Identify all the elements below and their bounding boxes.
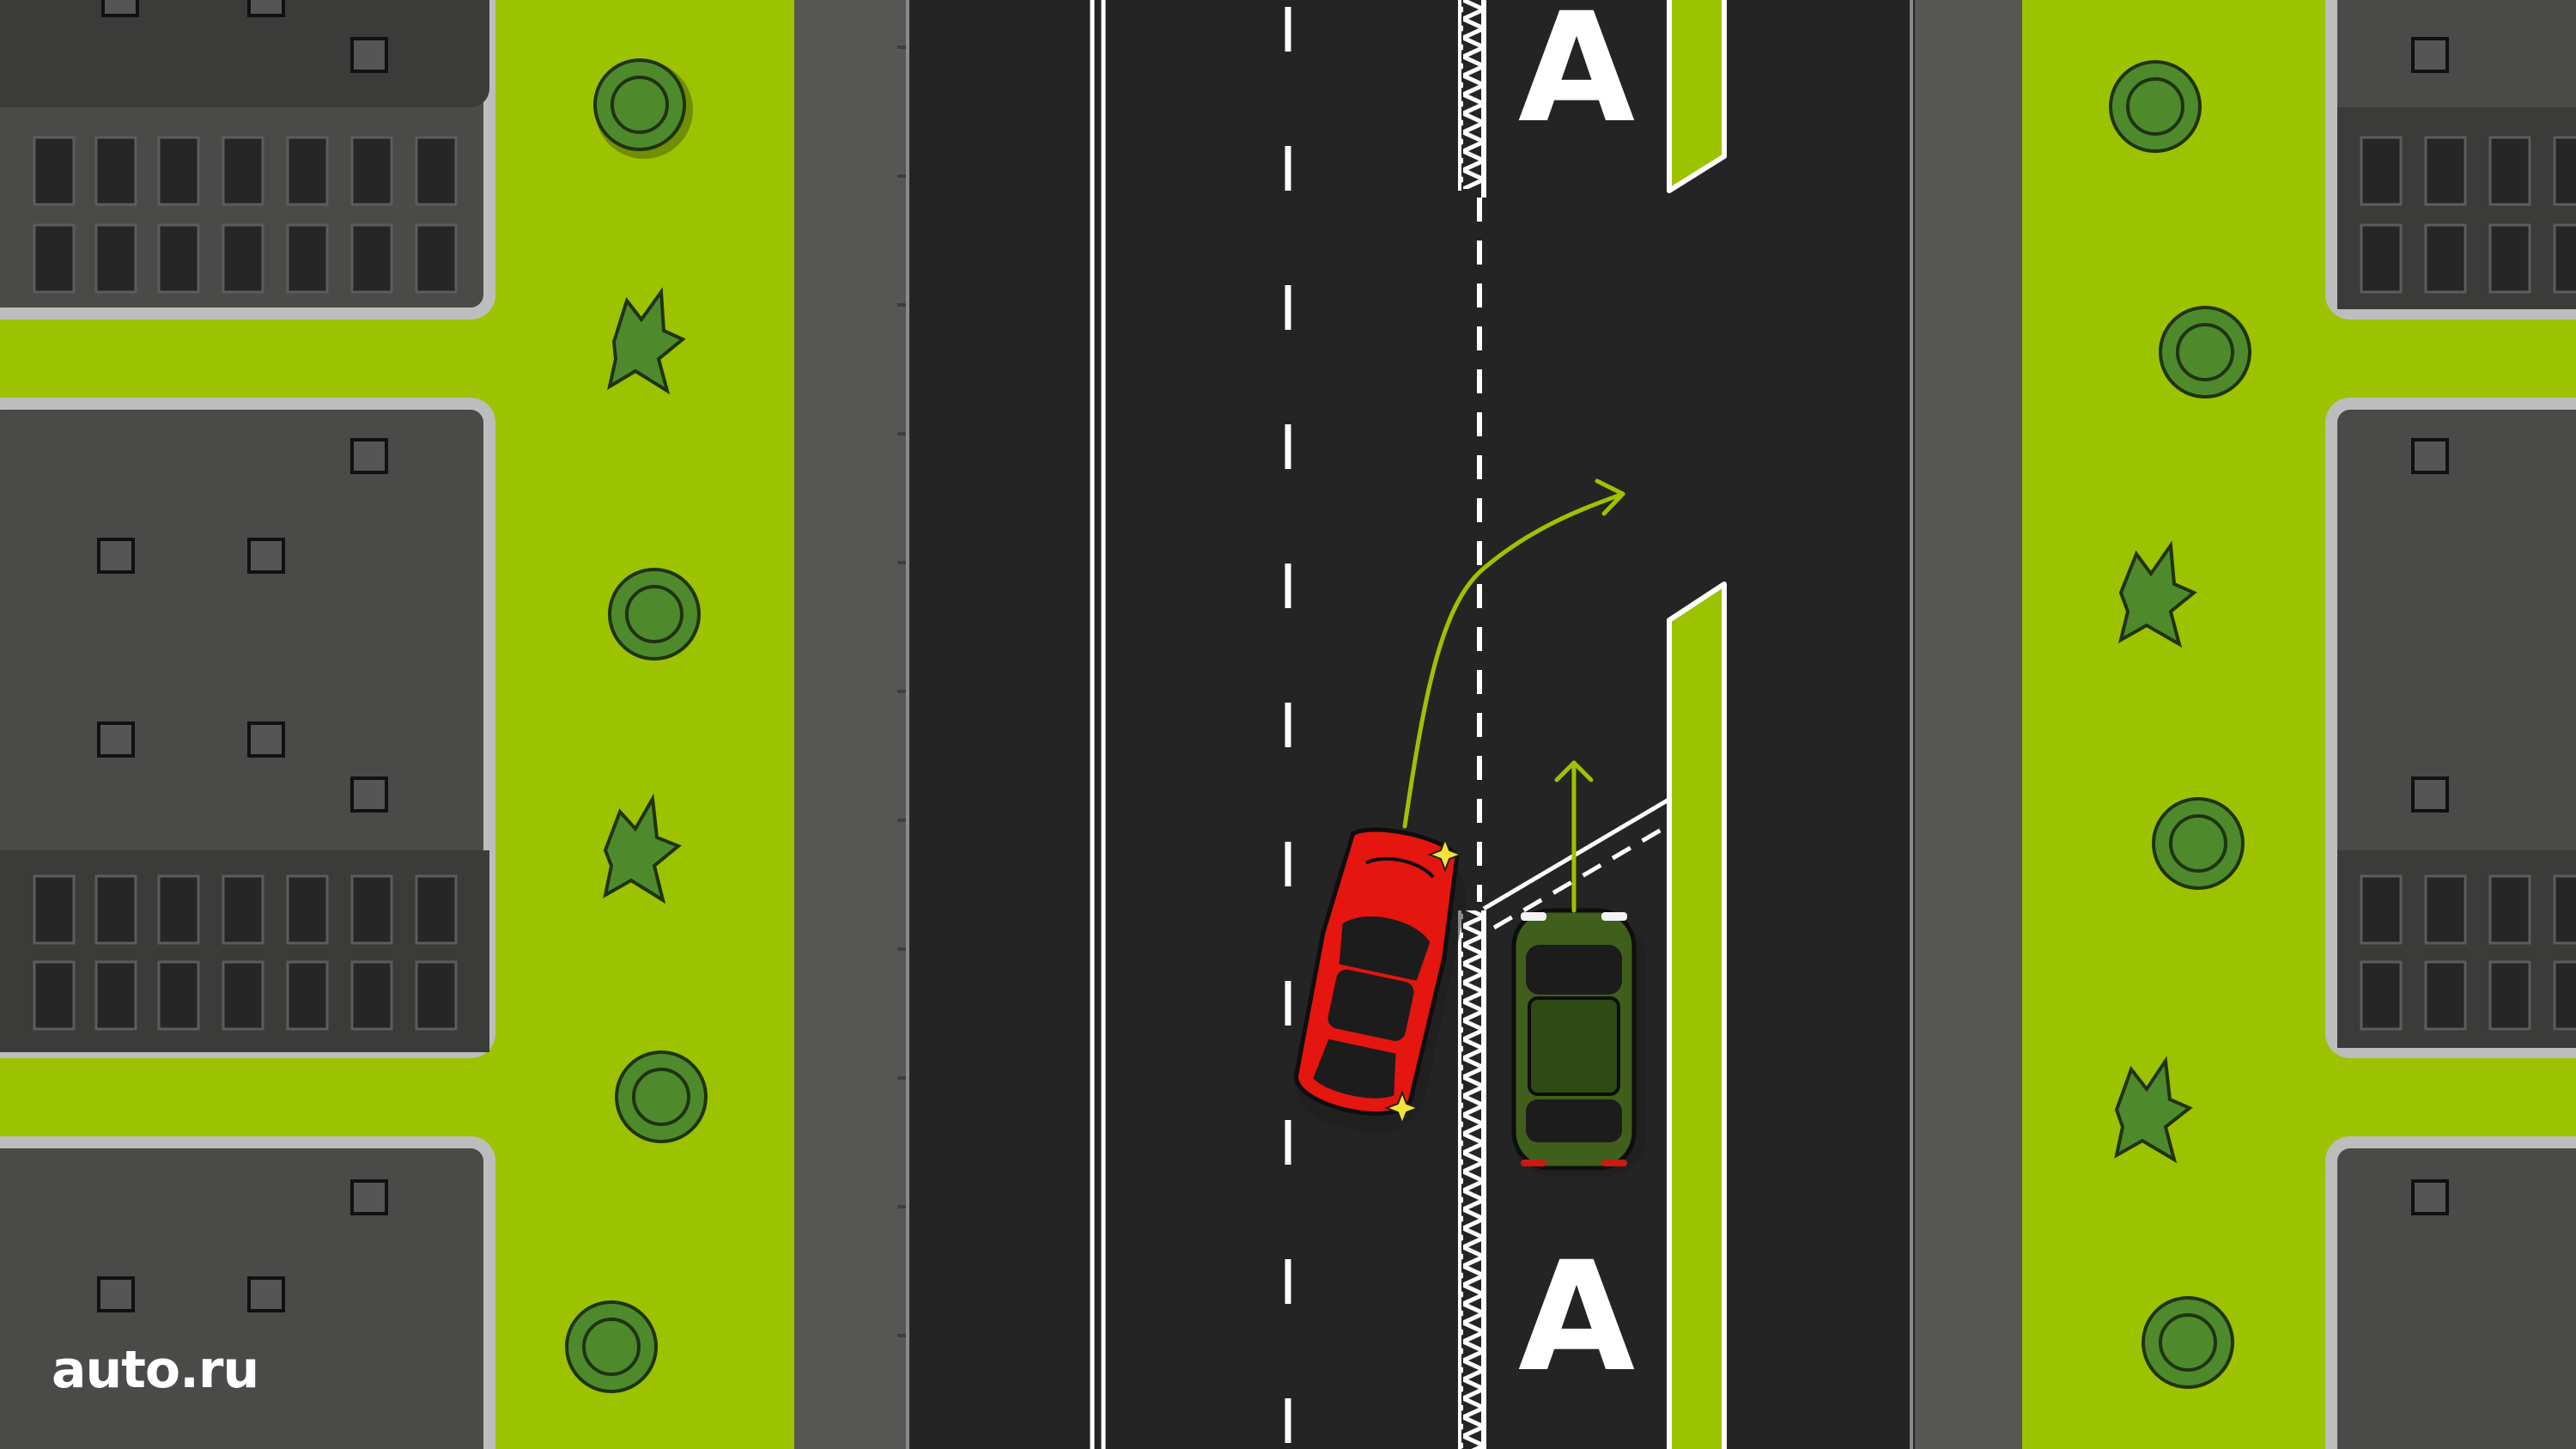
- lane-marking-a-top: A: [1517, 0, 1636, 156]
- sidewalk-right: [1915, 0, 2022, 1449]
- trees-right: [2109, 60, 2251, 1389]
- curved-arrow-icon: [1402, 478, 1625, 829]
- straight-arrow-icon: [1554, 760, 1594, 913]
- lane-marking-a-bottom: A: [1517, 1229, 1636, 1405]
- double-solid-line: [1090, 0, 1106, 1449]
- driveway-markings: [1482, 796, 1672, 930]
- buildings-right: [2325, 0, 2576, 1449]
- collision-spark-rear: [1384, 1090, 1420, 1126]
- auto-ru-logo: auto.ru: [52, 1340, 259, 1400]
- roadway: [906, 0, 1915, 1449]
- trees-left: [565, 58, 708, 1393]
- bus-lane-separator-bottom: [1458, 910, 1486, 1449]
- median-island-bottom: [1667, 581, 1727, 1449]
- collision-spark-front: [1427, 837, 1463, 873]
- bus-lane-separator-top: [1458, 0, 1486, 198]
- green-car: [1511, 908, 1646, 1176]
- median-island-top: [1667, 0, 1727, 193]
- buildings-left: [0, 0, 495, 1449]
- sidewalk-left: [794, 0, 906, 1449]
- curb-ticks-left: [897, 46, 906, 1337]
- red-car: [1293, 827, 1467, 1134]
